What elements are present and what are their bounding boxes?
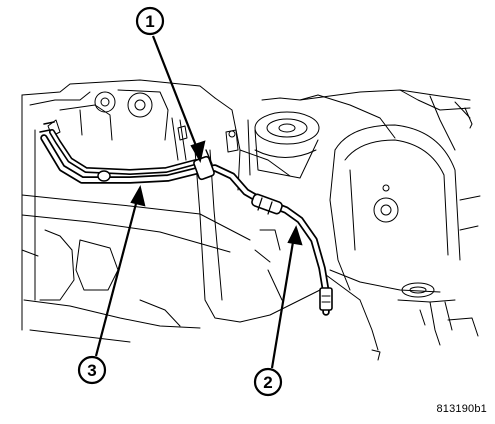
tube-assembly bbox=[39, 121, 333, 316]
callout-2-number: 2 bbox=[263, 373, 272, 392]
leader-line-1 bbox=[151, 35, 202, 157]
body-structure bbox=[21, 79, 481, 361]
callout-1-number: 1 bbox=[145, 12, 154, 31]
leader-arrow-2 bbox=[287, 225, 303, 246]
leader-lines bbox=[94, 35, 303, 369]
leader-arrow-1 bbox=[190, 140, 206, 164]
leader-arrow-3 bbox=[130, 185, 146, 207]
leader-line-3 bbox=[94, 195, 140, 357]
leader-line-2 bbox=[270, 235, 296, 369]
callout-3: 3 bbox=[77, 355, 107, 385]
callout-1: 1 bbox=[135, 6, 165, 36]
callout-3-number: 3 bbox=[87, 361, 96, 380]
figure-code: 813190b1 bbox=[436, 403, 487, 415]
callout-2: 2 bbox=[253, 367, 283, 397]
